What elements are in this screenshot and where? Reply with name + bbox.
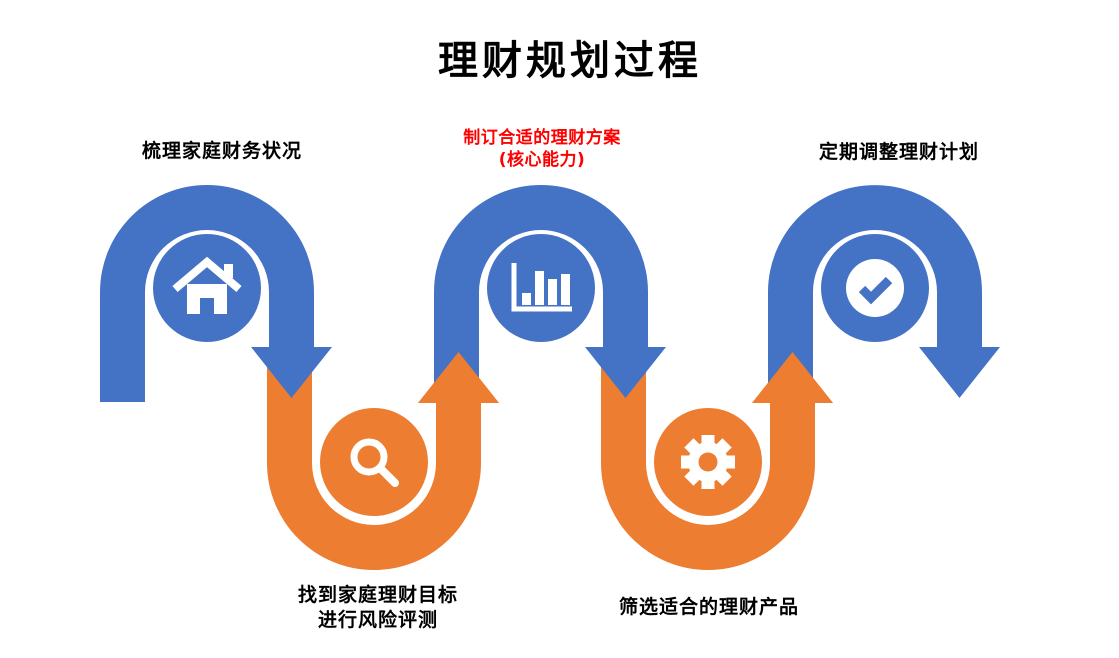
step-4-label: 筛选适合的理财产品 — [618, 596, 800, 618]
step-5-u-turn-arrow — [768, 185, 1000, 402]
step-5-label: 定期调整理财计划 — [818, 141, 980, 163]
diagram-title: 理财规划过程 — [438, 38, 702, 84]
step-2-icon-disk — [320, 408, 428, 516]
step-4-u-turn-arrow — [601, 352, 833, 570]
step-3-u-turn-arrow — [434, 185, 666, 402]
step-1-label: 梳理家庭财务状况 — [141, 140, 303, 162]
step-2-label: 找到家庭理财目标 进行风险评测 — [297, 584, 459, 631]
step-2-up-arrowhead — [418, 352, 499, 403]
step-4-up-arrowhead — [752, 352, 833, 403]
home-icon — [172, 256, 242, 314]
step-1-u-turn-arrow — [100, 185, 332, 402]
check-icon — [846, 259, 904, 317]
gear-icon — [681, 435, 735, 489]
bar-chart-icon — [511, 263, 572, 312]
step-2-u-turn-arrow — [267, 352, 499, 570]
step-3-label: 制订合适的理财方案 (核心能力) — [463, 128, 621, 170]
search-icon — [350, 438, 399, 487]
